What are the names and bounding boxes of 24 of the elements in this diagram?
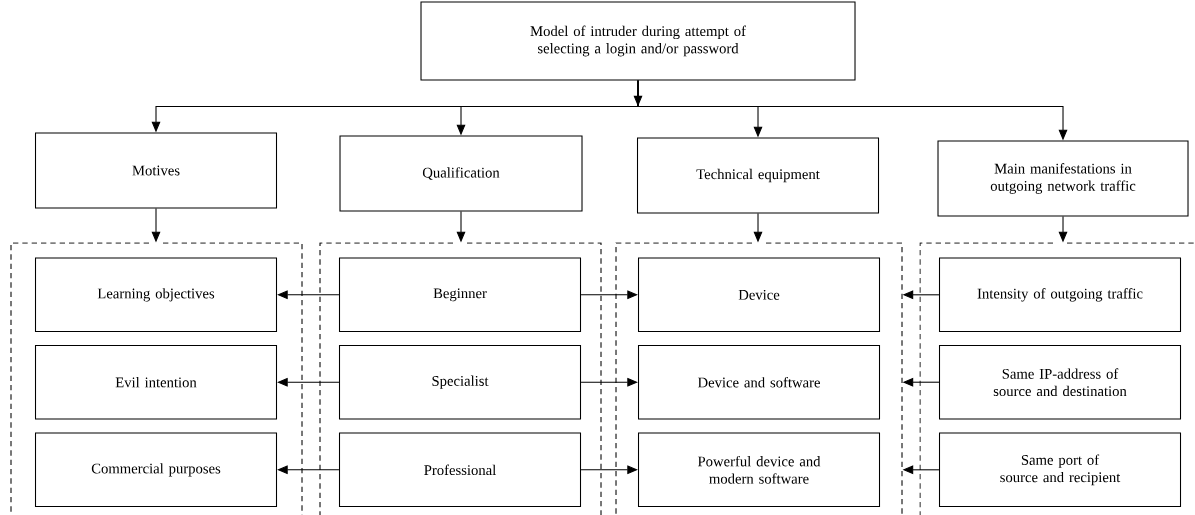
- item-box: Evil intention: [34, 344, 278, 420]
- item-box: Specialist: [338, 344, 582, 420]
- category-box: Motives: [34, 132, 278, 209]
- arrow: [277, 465, 340, 475]
- arrow: [277, 290, 340, 300]
- item-box: Device: [637, 257, 881, 333]
- item-box: Beginner: [338, 257, 582, 333]
- item-box: Same IP-address of source and destination: [938, 344, 1182, 420]
- item-box: Same port of source and recipient: [938, 432, 1182, 508]
- category-box: Main manifestations in outgoing network traffic: [937, 140, 1189, 217]
- item-box: Commercial purposes: [34, 432, 278, 508]
- group-frame: [919, 242, 1195, 515]
- item-box: Professional: [338, 432, 582, 508]
- item-box: Intensity of outgoing traffic: [938, 257, 1182, 333]
- item-box: Learning objectives: [34, 257, 278, 333]
- group-frame: [319, 242, 602, 515]
- category-box: Technical equipment: [636, 137, 880, 214]
- group-frame: [10, 242, 303, 515]
- arrow: [580, 377, 638, 387]
- group-frame: [615, 242, 903, 515]
- category-box: Qualification: [339, 135, 583, 212]
- title-box: Model of intruder during attempt of selecting a login and/or password: [420, 1, 856, 81]
- item-box: Powerful device and modern software: [637, 432, 881, 508]
- item-box: Device and software: [637, 344, 881, 420]
